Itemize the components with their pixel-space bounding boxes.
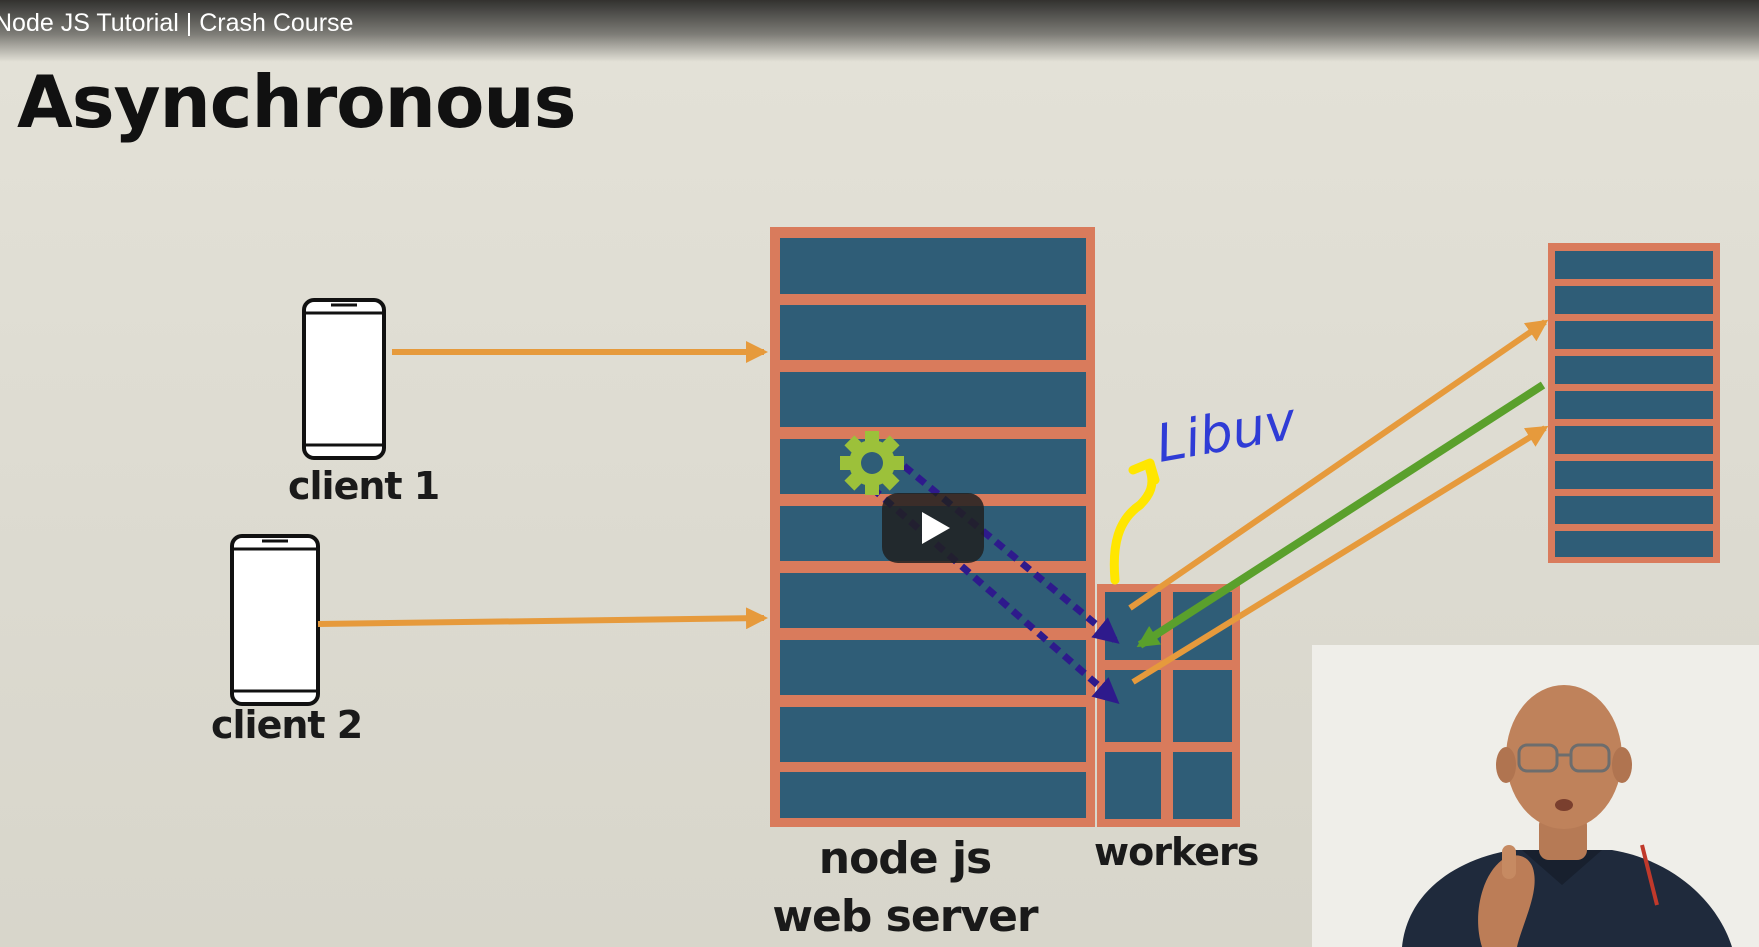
- server-label-line2: web server: [772, 891, 1038, 942]
- client-2-label: client 2: [211, 703, 363, 747]
- phone-icon: [302, 298, 386, 460]
- external-rack: [1548, 243, 1720, 563]
- worker-request-arrow: [1128, 319, 1549, 611]
- play-icon: [922, 512, 950, 544]
- external-response-arrow: [1136, 381, 1546, 649]
- workers-label: workers: [1094, 830, 1259, 874]
- highlight-stroke: [1109, 458, 1160, 585]
- slide-heading: Asynchronous: [17, 60, 577, 144]
- worker-request-arrow: [1131, 425, 1549, 685]
- workers-grid: [1097, 584, 1240, 827]
- video-title-bar: Node JS Tutorial | Crash Course: [0, 0, 1759, 62]
- presenter-figure: [1312, 645, 1759, 947]
- client-1-label: client 1: [288, 464, 440, 508]
- gear-icon: [840, 431, 904, 495]
- server-label: node js web server: [740, 830, 1070, 946]
- annotation-libuv: Libuv: [1152, 391, 1302, 475]
- video-title[interactable]: Node JS Tutorial | Crash Course: [0, 9, 354, 37]
- presenter-video: [1312, 645, 1759, 947]
- server-label-line1: node js: [818, 833, 992, 884]
- play-button[interactable]: [882, 493, 984, 563]
- phone-icon: [230, 534, 320, 706]
- dispatch-arrow: [901, 463, 1120, 644]
- client2-request-arrow: [317, 607, 768, 630]
- server-rack: [770, 227, 1095, 827]
